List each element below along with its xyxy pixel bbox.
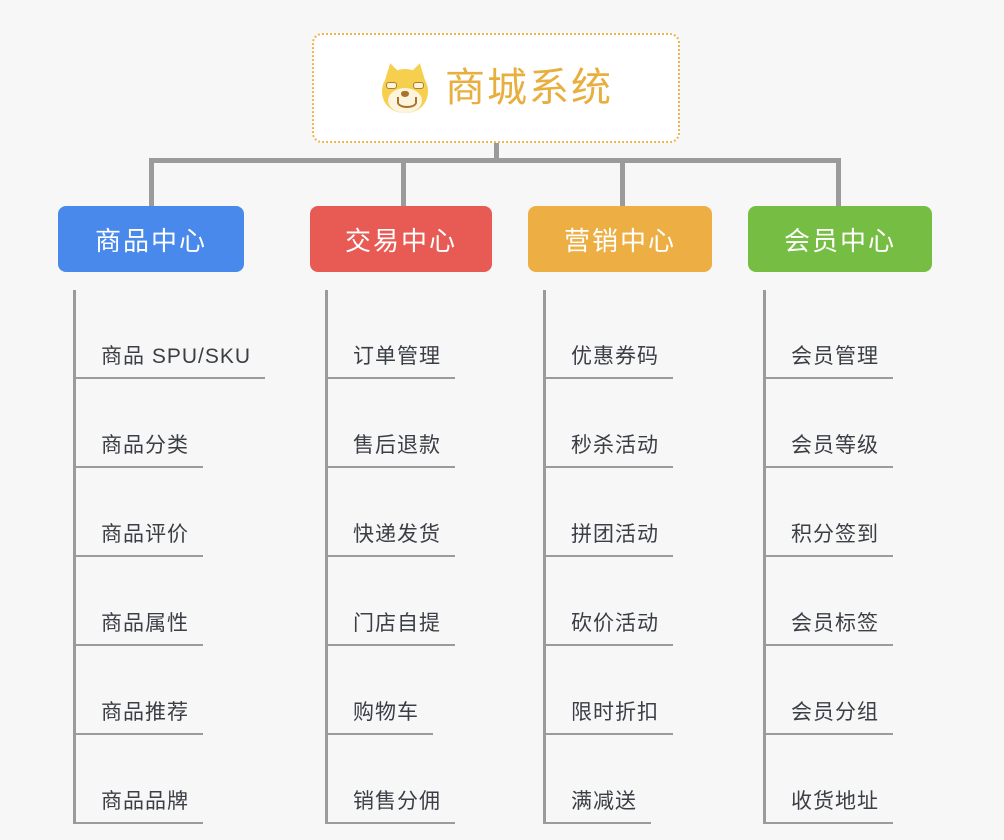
- list-item[interactable]: 秒杀活动: [543, 379, 712, 468]
- spine-connector: [763, 290, 766, 824]
- spine-connector: [73, 290, 76, 824]
- bus-connector: [149, 158, 841, 163]
- leaf-label: 商品推荐: [73, 696, 203, 735]
- leaf-label: 拼团活动: [543, 518, 673, 557]
- category-box-product-center[interactable]: 商品中心: [58, 206, 244, 272]
- leaf-label: 砍价活动: [543, 607, 673, 646]
- category-label: 会员中心: [783, 225, 896, 256]
- leaf-label: 门店自提: [325, 607, 455, 646]
- leaf-label: 会员管理: [763, 340, 893, 379]
- category-box-marketing-center[interactable]: 营销中心: [528, 206, 712, 272]
- list-item[interactable]: 会员分组: [763, 646, 932, 735]
- leaf-label: 满减送: [543, 785, 651, 824]
- branch-column-4: 会员中心 会员管理 会员等级 积分签到 会员标签 会员分组 收货地址: [748, 206, 932, 824]
- branch-column-2: 交易中心 订单管理 售后退款 快递发货 门店自提 购物车 销售分佣: [310, 206, 492, 824]
- leaf-label: 会员分组: [763, 696, 893, 735]
- branch-column-3: 营销中心 优惠券码 秒杀活动 拼团活动 砍价活动 限时折扣 满减送: [528, 206, 712, 824]
- leaf-label: 秒杀活动: [543, 429, 673, 468]
- leaf-label: 积分签到: [763, 518, 893, 557]
- root-node-content: 商城系统: [379, 61, 613, 114]
- leaf-list-1: 商品 SPU/SKU 商品分类 商品评价 商品属性 商品推荐 商品品牌: [58, 290, 266, 824]
- drop-connector-2: [401, 158, 406, 208]
- list-item[interactable]: 购物车: [325, 646, 492, 735]
- leaf-label: 购物车: [325, 696, 433, 735]
- leaf-label: 商品 SPU/SKU: [73, 340, 266, 379]
- category-label: 交易中心: [344, 225, 457, 256]
- list-item[interactable]: 收货地址: [763, 735, 932, 824]
- list-item[interactable]: 积分签到: [763, 468, 932, 557]
- list-item[interactable]: 优惠券码: [543, 290, 712, 379]
- list-item[interactable]: 限时折扣: [543, 646, 712, 735]
- drop-connector-3: [620, 158, 625, 208]
- list-item[interactable]: 满减送: [543, 735, 712, 824]
- leaf-label: 收货地址: [763, 785, 893, 824]
- leaf-label: 会员等级: [763, 429, 893, 468]
- list-item[interactable]: 商品 SPU/SKU: [73, 290, 266, 379]
- leaf-label: 商品评价: [73, 518, 203, 557]
- leaf-list-3: 优惠券码 秒杀活动 拼团活动 砍价活动 限时折扣 满减送: [528, 290, 712, 824]
- spine-connector: [325, 290, 328, 824]
- spine-connector: [543, 290, 546, 824]
- shiba-dog-face-icon: [379, 61, 431, 114]
- list-item[interactable]: 快递发货: [325, 468, 492, 557]
- list-item[interactable]: 商品推荐: [73, 646, 244, 735]
- list-item[interactable]: 商品评价: [73, 468, 244, 557]
- leaf-list-2: 订单管理 售后退款 快递发货 门店自提 购物车 销售分佣: [310, 290, 492, 824]
- category-label: 商品中心: [94, 225, 207, 256]
- drop-connector-4: [836, 158, 841, 208]
- list-item[interactable]: 商品分类: [73, 379, 244, 468]
- list-item[interactable]: 销售分佣: [325, 735, 492, 824]
- leaf-label: 商品属性: [73, 607, 203, 646]
- list-item[interactable]: 会员等级: [763, 379, 932, 468]
- list-item[interactable]: 订单管理: [325, 290, 492, 379]
- list-item[interactable]: 会员标签: [763, 557, 932, 646]
- category-label: 营销中心: [563, 225, 676, 256]
- root-node[interactable]: 商城系统: [312, 33, 680, 143]
- root-stub-connector: [494, 143, 499, 162]
- list-item[interactable]: 拼团活动: [543, 468, 712, 557]
- list-item[interactable]: 门店自提: [325, 557, 492, 646]
- leaf-label: 售后退款: [325, 429, 455, 468]
- category-box-trade-center[interactable]: 交易中心: [310, 206, 492, 272]
- list-item[interactable]: 商品品牌: [73, 735, 244, 824]
- list-item[interactable]: 售后退款: [325, 379, 492, 468]
- leaf-label: 会员标签: [763, 607, 893, 646]
- leaf-label: 商品品牌: [73, 785, 203, 824]
- list-item[interactable]: 商品属性: [73, 557, 244, 646]
- leaf-label: 快递发货: [325, 518, 455, 557]
- leaf-label: 优惠券码: [543, 340, 673, 379]
- list-item[interactable]: 会员管理: [763, 290, 932, 379]
- drop-connector-1: [149, 158, 154, 208]
- leaf-label: 商品分类: [73, 429, 203, 468]
- root-title: 商城系统: [445, 66, 613, 110]
- leaf-label: 销售分佣: [325, 785, 455, 824]
- leaf-label: 限时折扣: [543, 696, 673, 735]
- leaf-list-4: 会员管理 会员等级 积分签到 会员标签 会员分组 收货地址: [748, 290, 932, 824]
- category-box-member-center[interactable]: 会员中心: [748, 206, 932, 272]
- leaf-label: 订单管理: [325, 340, 455, 379]
- branch-column-1: 商品中心 商品 SPU/SKU 商品分类 商品评价 商品属性 商品推荐 商品品牌: [58, 206, 266, 824]
- list-item[interactable]: 砍价活动: [543, 557, 712, 646]
